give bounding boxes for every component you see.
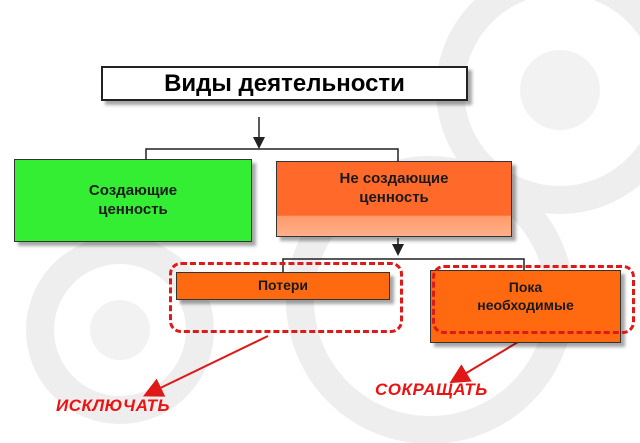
category-bracket — [145, 148, 399, 161]
value-adding-box: Создающие ценность — [14, 159, 252, 242]
reduce-label: СОКРАЩАТЬ — [375, 380, 488, 399]
subcategory-bracket — [282, 258, 525, 272]
reduce-arrow — [449, 335, 529, 384]
eliminate-label: ИСКЛЮЧАТЬ — [56, 396, 171, 415]
necessary-box: Пока необходимые — [430, 270, 621, 343]
necessary-dashed-highlight — [432, 265, 635, 334]
diagram-title: Виды деятельности — [101, 66, 468, 101]
non-value-adding-box: Не создающие ценность — [276, 161, 512, 237]
losses-box: Потери — [176, 272, 390, 300]
losses-dashed-highlight — [169, 262, 403, 333]
eliminate-arrow — [142, 335, 269, 397]
